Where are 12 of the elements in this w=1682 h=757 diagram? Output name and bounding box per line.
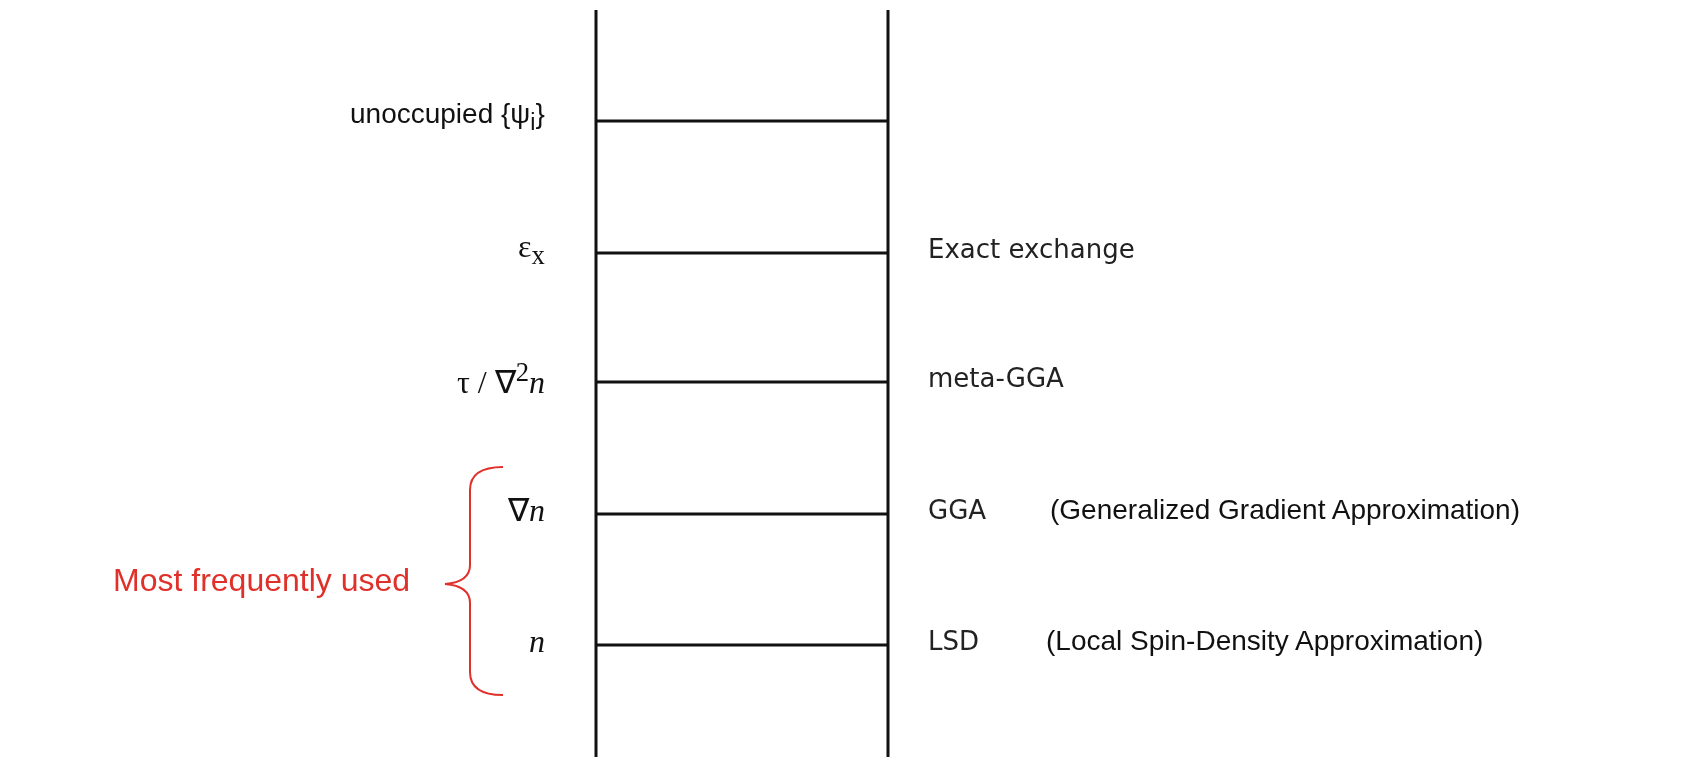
method-label: meta-GGA [928,365,1064,391]
annotation-text: Most frequently used [113,564,411,596]
method-label: LSD [928,628,979,654]
method-description: (Local Spin-Density Approximation) [1046,627,1484,655]
variable-label: ∇n [508,494,545,526]
variable-label: τ / ∇$^{2}$n [457,358,546,398]
method-label: Exact exchange [928,236,1135,262]
method-description: (Generalized Gradient Approximation) [1050,496,1520,524]
variable-label: ε$_{x}$ [518,229,545,269]
method-label: GGA [928,497,987,523]
variable-label: n [529,625,545,657]
variable-label: unoccupied {ψ$_{i}$} [350,100,545,134]
